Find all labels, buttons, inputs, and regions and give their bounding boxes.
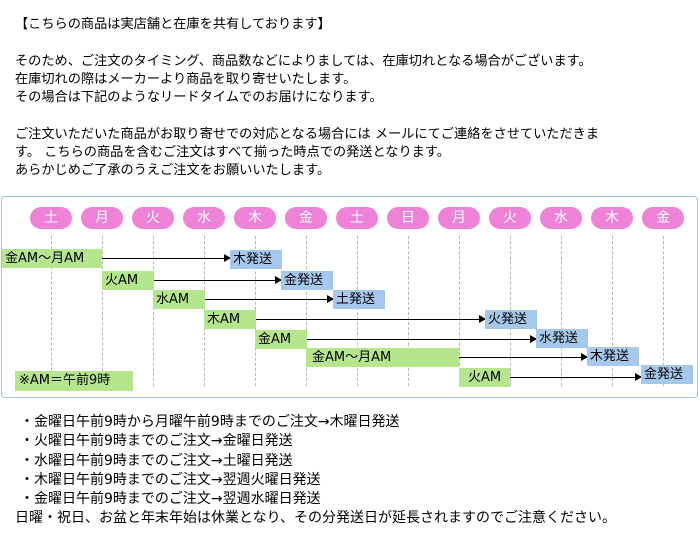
rule-line: ・金曜日午前9時までのご注文→翌週水曜日発送 (20, 491, 321, 507)
day-pill: 火 (132, 207, 174, 229)
arrow (102, 254, 231, 262)
intro-header: 【こちらの商品は実店舗と在庫を共有しております】 (15, 17, 331, 32)
day-gridline (459, 236, 460, 386)
order-window: 金AM〜月AM (2, 249, 102, 268)
arrow (256, 315, 486, 323)
day-pill: 金 (285, 207, 327, 229)
day-pill: 木 (591, 207, 633, 229)
day-gridline (306, 236, 307, 386)
intro-line: そのため、ご注文のタイミング、商品数などによりましては、在庫切れとなる場合がござ… (15, 54, 592, 69)
rule-line: ・火曜日午前9時までのご注文→金曜日発送 (20, 433, 293, 449)
rule-line: ・木曜日午前9時までのご注文→翌週火曜日発送 (20, 472, 321, 488)
day-gridline (408, 236, 409, 386)
intro-line: あらかじめご了承のうえご注文をお願いいたします。 (15, 163, 331, 178)
ship-day: 木発送 (230, 250, 282, 269)
arrow (154, 276, 282, 284)
day-pill: 日 (387, 207, 429, 229)
rule-line: ・金曜日午前9時から月曜午前9時までのご注文→木曜日発送 (20, 414, 400, 430)
day-pill: 火 (489, 207, 531, 229)
day-pill: 水 (540, 207, 582, 229)
day-pill: 月 (81, 207, 123, 229)
ship-day: 水発送 (536, 329, 588, 348)
arrow (307, 335, 537, 343)
ship-day: 金発送 (641, 365, 693, 384)
day-pill: 月 (438, 207, 480, 229)
day-gridline (102, 236, 103, 386)
day-pill: 土 (336, 207, 378, 229)
order-window: 金AM (255, 330, 307, 349)
day-gridline (561, 236, 562, 386)
intro-line: その場合は下記のようなリードタイムでのお届けになります。 (15, 90, 383, 105)
order-window: 火AM (459, 368, 510, 387)
arrow (205, 295, 334, 303)
order-window: 水AM (153, 290, 205, 309)
ship-day: 火発送 (485, 310, 537, 329)
rule-line: ・水曜日午前9時までのご注文→土曜日発送 (20, 453, 293, 469)
order-window: 火AM (102, 271, 154, 290)
day-gridline (357, 236, 358, 386)
order-window: 金AM〜月AM (306, 348, 459, 367)
arrow (459, 353, 588, 361)
ship-day: 金発送 (281, 271, 333, 290)
day-pill: 水 (183, 207, 225, 229)
footer-note: 日曜・祝日、お盆と年末年始は休業となり、その分発送日が延長されますのでご注意くだ… (15, 510, 617, 526)
ship-day: 木発送 (587, 347, 639, 366)
day-gridline (663, 236, 664, 386)
day-pill: 金 (642, 207, 684, 229)
day-gridline (153, 236, 154, 386)
order-window: 木AM (204, 310, 256, 329)
intro-line: ご注文いただいた商品がお取り寄せでの対応となる場合には メールにてご連絡をさせて… (15, 127, 600, 142)
arrow (510, 373, 642, 381)
time-note: ※AM＝午前9時 (15, 371, 133, 391)
day-pill: 木 (234, 207, 276, 229)
day-gridline (51, 236, 52, 386)
intro-line: 在庫切れの際はメーカーより商品を取り寄せいたします。 (15, 72, 357, 87)
day-gridline (612, 236, 613, 386)
ship-day: 土発送 (333, 290, 385, 309)
intro-line: す。 こちらの商品を含むご注文はすべて揃った時点での発送となります。 (15, 145, 450, 160)
day-pill: 土 (30, 207, 72, 229)
